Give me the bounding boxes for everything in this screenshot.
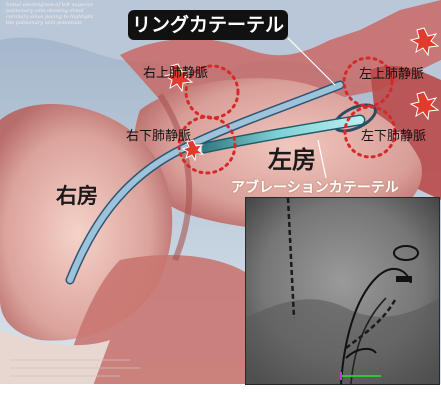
label-left-inferior-pv: 左下肺静脈 xyxy=(361,125,426,144)
fluoro-ablation-tip xyxy=(396,276,412,282)
fluoroscopy-inset xyxy=(245,197,440,385)
label-left-atrium: 左房 xyxy=(268,140,316,175)
caption-line-4: the pulmonary vein potentials xyxy=(6,20,124,26)
bottom-band xyxy=(0,384,441,394)
label-ablation-catheter: アブレーションカテーテル xyxy=(231,177,399,197)
label-right-atrium: 右房 xyxy=(56,180,98,210)
ring-catheter-callout: リングカテーテル xyxy=(128,10,288,40)
label-right-superior-pv: 右上肺静脈 xyxy=(143,62,208,81)
label-left-superior-pv: 左上肺静脈 xyxy=(359,63,424,82)
fluoroscopy-image xyxy=(246,198,439,384)
caption-note: Initial electrogram of left superior pul… xyxy=(6,2,124,26)
label-right-inferior-pv: 右下肺静脈 xyxy=(126,125,191,144)
